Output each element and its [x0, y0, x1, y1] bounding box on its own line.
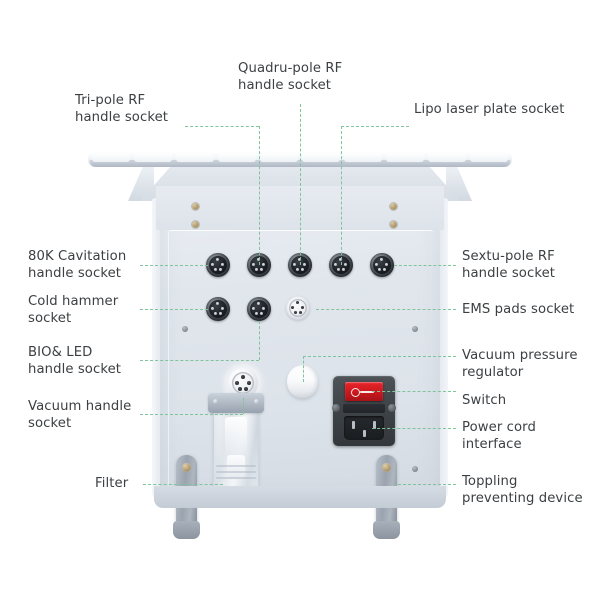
socket-bio-led[interactable] [247, 297, 271, 321]
socket-barrel [289, 299, 307, 317]
socket-cold-hammer[interactable] [206, 297, 230, 321]
label-power-cord-interface: Power cord interface [462, 420, 536, 452]
label-vacuum-handle: Vacuum handle socket [28, 399, 132, 431]
socket-80k-cavitation[interactable] [206, 253, 230, 277]
socket-barrel [373, 256, 391, 274]
socket-barrel [209, 256, 227, 274]
machine-upper-band [156, 186, 444, 230]
label-vacuum-pressure-regulator: Vacuum pressure regulator [462, 348, 578, 380]
label-quadru-pole-rf: Quadru-pole RF handle socket [238, 61, 343, 93]
power-module-divider [343, 404, 385, 413]
machine-body-right-edge [438, 198, 448, 498]
power-cord-inlet[interactable] [344, 416, 384, 440]
filter-jar-cap [208, 393, 264, 413]
socket-ems-pads[interactable] [286, 296, 310, 320]
socket-barrel [291, 256, 309, 274]
label-ems-pads: EMS pads socket [462, 302, 575, 317]
label-tri-pole-rf: Tri-pole RF handle socket [75, 93, 169, 125]
socket-barrel [250, 256, 268, 274]
socket-barrel [250, 300, 268, 318]
filter-jar-core [225, 417, 247, 459]
label-filter: Filter [95, 476, 129, 491]
socket-barrel [209, 300, 227, 318]
machine-tray-segments [92, 153, 508, 162]
label-switch: Switch [462, 393, 507, 408]
panel-screw [412, 466, 418, 472]
vacuum-pressure-regulator-knob[interactable] [287, 365, 318, 398]
filter-jar [208, 393, 264, 502]
socket-barrel [332, 256, 350, 274]
machine-body-left-edge [152, 198, 162, 498]
label-bio-led: BIO& LED handle socket [28, 345, 122, 377]
power-switch-rocker[interactable] [345, 382, 383, 401]
socket-tri-pole-rf[interactable] [247, 253, 271, 277]
label-sextu-pole-rf: Sextu-pole RF handle socket [462, 249, 556, 281]
panel-screw [390, 203, 397, 210]
label-toppling-preventing-device: Toppling preventing device [462, 474, 583, 506]
panel-screw [182, 326, 188, 332]
panel-screw [192, 203, 199, 210]
label-80k-cavitation: 80K Cavitation handle socket [28, 249, 127, 281]
label-lipo-laser-plate: Lipo laser plate socket [414, 102, 565, 117]
panel-screw [390, 221, 397, 228]
panel-screw [412, 326, 418, 332]
machine-body-bottom [154, 486, 446, 508]
power-module [332, 376, 396, 446]
socket-quadru-pole-rf[interactable] [288, 253, 312, 277]
filter-jar-float [227, 455, 245, 479]
label-cold-hammer: Cold hammer socket [28, 294, 119, 326]
socket-sextu-pole-rf[interactable] [370, 253, 394, 277]
socket-barrel [232, 372, 254, 394]
socket-lipo-laser-plate[interactable] [329, 253, 353, 277]
power-module-screw [388, 404, 396, 412]
panel-screw [192, 221, 199, 228]
power-module-screw [332, 404, 340, 412]
